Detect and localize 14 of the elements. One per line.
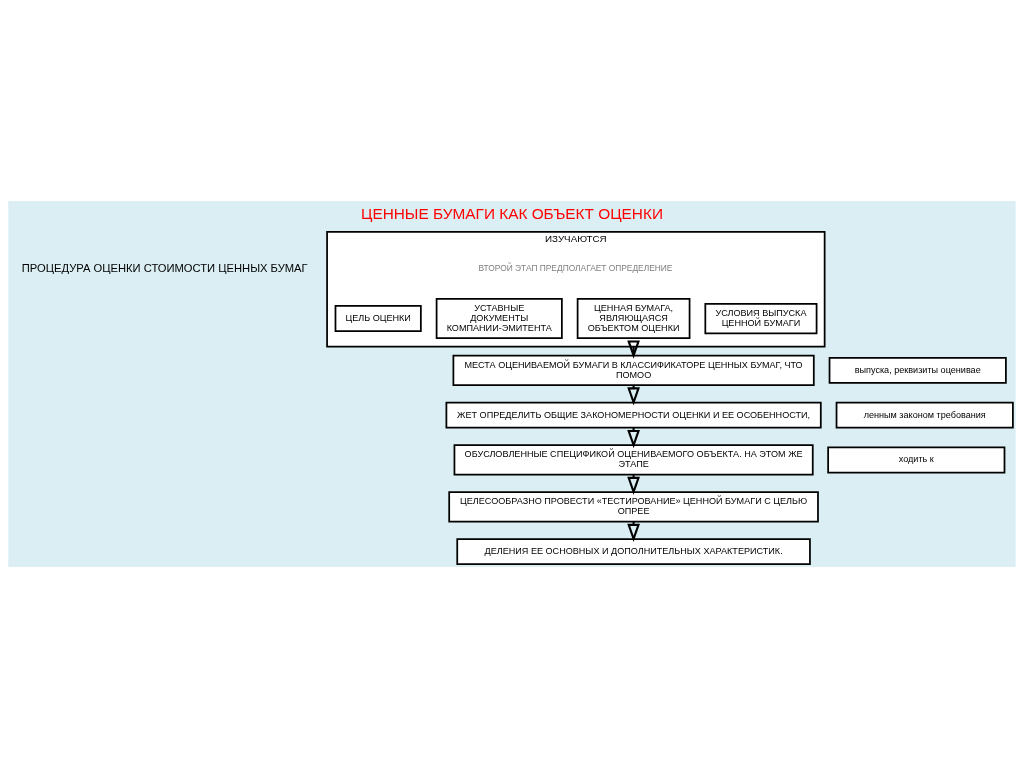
node-box: выпуска, реквизиты оценивае [828,356,1007,384]
node-box: ленным законом требования [835,401,1014,429]
diagram-title: ЦЕННЫЕ БУМАГИ КАК ОБЪЕКТ ОЦЕНКИ [361,204,663,222]
node-box: ОБУСЛОВЛЕННЫЕ СПЕЦИФИКОЙ ОЦЕНИВАЕМОГО ОБЪЕКТА. НА ЭТОМ ЖЕ ЭТАПЕ [453,443,814,475]
arrow [627,339,640,359]
node-box: УСТАВНЫЕ ДОКУМЕНТЫ КОМПАНИИ-ЭМИТЕНТА [435,297,563,339]
node-box: УСЛОВИЯ ВЫПУСКА ЦЕННОЙ БУМАГИ [704,302,818,334]
node-box: ЦЕЛЕСООБРАЗНО ПРОВЕСТИ «ТЕСТИРОВАНИЕ» ЦЕННОЙ БУМАГИ С ЦЕЛЬЮ ОПРЕЕ [448,490,819,522]
node-box: ЦЕЛЬ ОЦЕНКИ [334,304,422,332]
label: ПРОЦЕДУРА ОЦЕНКИ СТОИМОСТИ ЦЕННЫХ БУМАГ [21,261,308,274]
node-box: ЦЕННАЯ БУМАГА, ЯВЛЯЮЩАЯСЯ ОБЪЕКТОМ ОЦЕНКИ [576,297,691,339]
node-box: ДЕЛЕНИЯ ЕЕ ОСНОВНЫХ И ДОПОЛНИТЕЛЬНЫХ ХАРАКТЕРИСТИК. [456,537,811,565]
label: ВТОРОЙ ЭТАП ПРЕДПОЛАГАЕТ ОПРЕДЕЛЕНИЕ [478,262,673,273]
node-box: ходить к [827,445,1006,473]
